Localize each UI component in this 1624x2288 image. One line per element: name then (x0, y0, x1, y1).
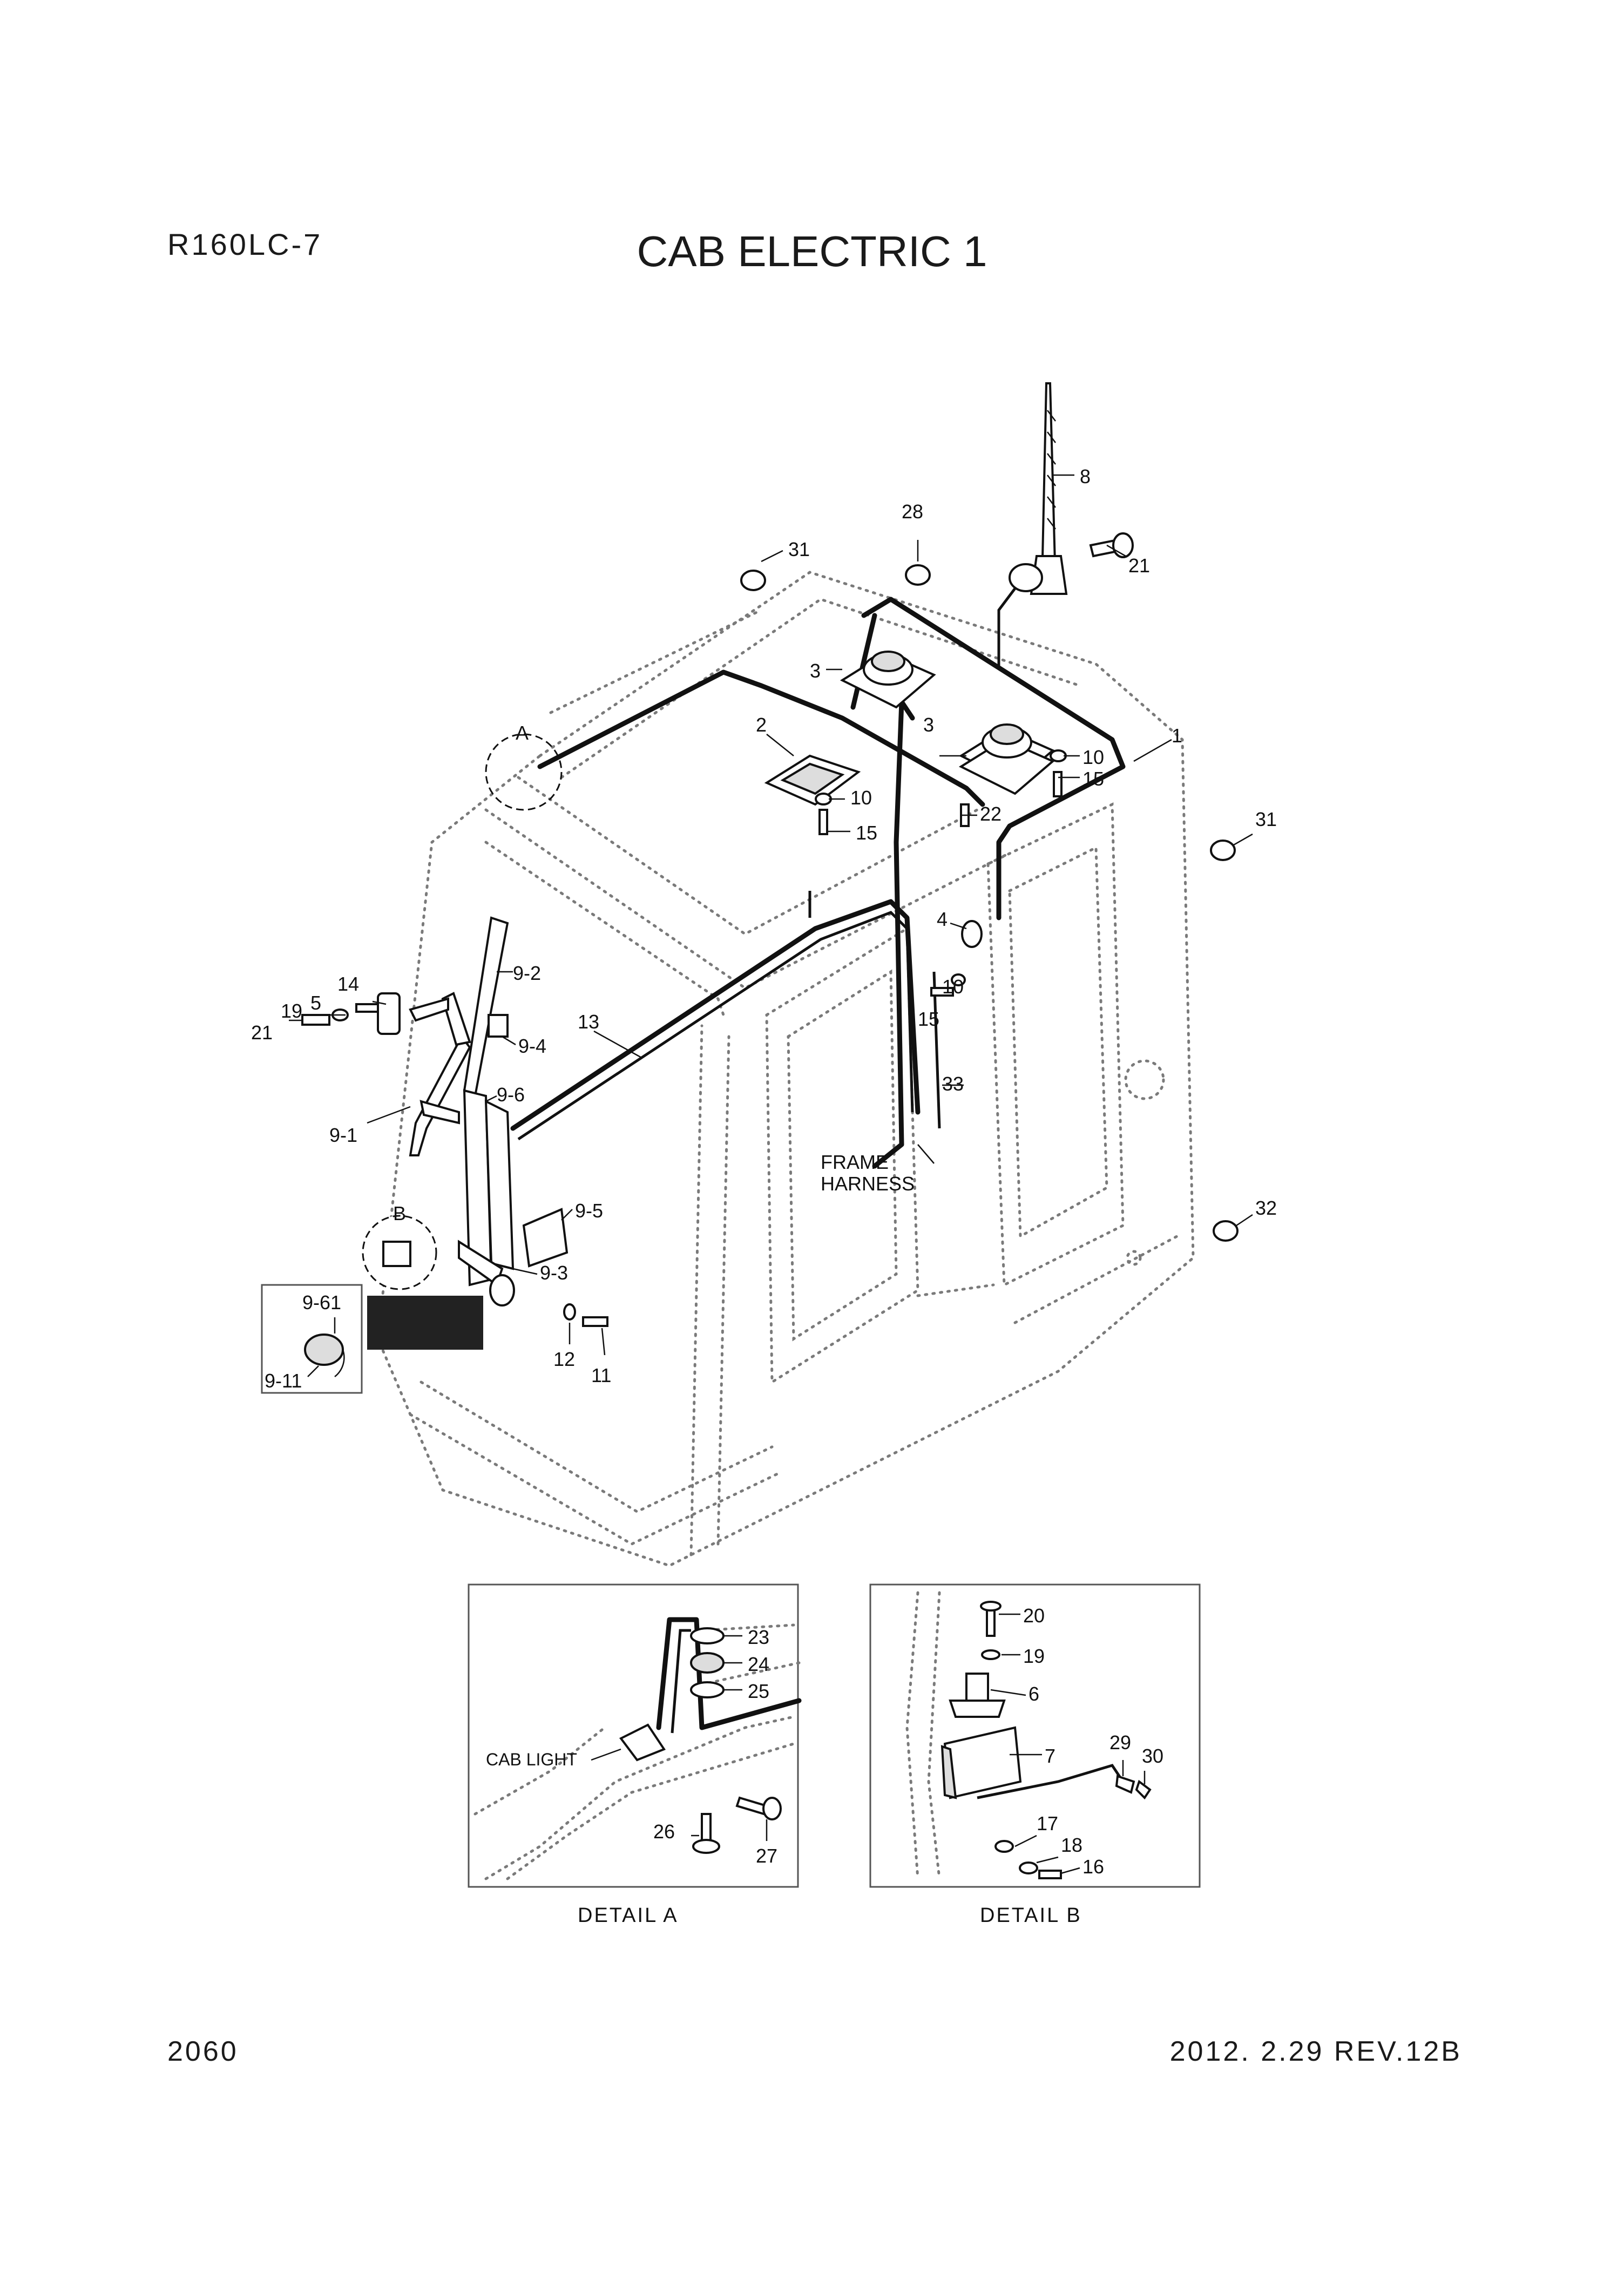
label-21-left: 21 (251, 1021, 273, 1044)
label-16: 16 (1082, 1856, 1104, 1878)
label-5: 5 (310, 992, 321, 1014)
antenna (997, 382, 1134, 669)
label-9-2: 9-2 (513, 962, 541, 984)
label-27: 27 (756, 1845, 777, 1867)
label-31-right: 31 (1255, 808, 1277, 830)
inset-motor-detail (261, 1284, 483, 1394)
label-17: 17 (1037, 1812, 1058, 1835)
revision-date: 2012. 2.29 REV.12B (1169, 2036, 1462, 2067)
leader-lines (289, 474, 1253, 1377)
label-12: 12 (553, 1348, 575, 1370)
cab-outline (376, 571, 1195, 1567)
label-20: 20 (1023, 1605, 1045, 1627)
page-number: 2060 (167, 2036, 239, 2067)
detail-b-panel: 20 19 6 7 29 30 17 18 16 DETAIL B (869, 1583, 1201, 1927)
label-14: 14 (337, 973, 359, 995)
label-31-top: 31 (788, 538, 810, 560)
label-13: 13 (578, 1011, 599, 1033)
label-9-1: 9-1 (329, 1124, 357, 1146)
label-9-6: 9-6 (497, 1084, 525, 1106)
label-9-4: 9-4 (518, 1035, 546, 1057)
cab-light-label: CAB LIGHT (486, 1750, 577, 1769)
detail-b-caption: DETAIL B (980, 1904, 1082, 1927)
frame-harness-line2: HARNESS (821, 1173, 915, 1195)
label-10-mid: 10 (942, 976, 964, 998)
label-19-main: 19 (281, 1000, 302, 1022)
label-24: 24 (748, 1653, 769, 1675)
label-23: 23 (748, 1626, 769, 1648)
wiper-assembly (301, 916, 608, 1327)
label-10-left: 10 (850, 787, 872, 809)
label-9-61: 9-61 (302, 1291, 341, 1314)
label-4: 4 (937, 908, 948, 930)
callout-a-label: A (516, 722, 529, 744)
label-18: 18 (1061, 1834, 1082, 1856)
frame-harness-line1: FRAME (821, 1151, 889, 1173)
speaker-right (958, 723, 1055, 795)
speaker-left (840, 651, 936, 709)
label-10-right: 10 (1082, 746, 1104, 768)
label-9-5: 9-5 (575, 1200, 603, 1222)
label-22: 22 (980, 803, 1002, 825)
page-title: CAB ELECTRIC 1 (637, 227, 987, 275)
label-33: 33 (942, 1073, 964, 1095)
label-15-left: 15 (856, 822, 877, 844)
label-26: 26 (653, 1820, 675, 1843)
part-labels: 8 21 28 31 3 3 2 10 15 22 10 15 1 31 4 1… (251, 465, 1277, 1392)
label-21-top: 21 (1128, 554, 1150, 577)
grommets-and-bolts (740, 564, 1239, 1242)
model-code: R160LC-7 (167, 227, 323, 261)
label-9-3: 9-3 (540, 1262, 568, 1284)
label-3-left: 3 (810, 660, 821, 682)
label-15-right: 15 (1082, 768, 1104, 790)
label-7: 7 (1045, 1745, 1055, 1767)
label-9-11: 9-11 (265, 1370, 302, 1392)
label-15-mid: 15 (918, 1008, 939, 1030)
label-32: 32 (1255, 1197, 1277, 1219)
detail-a-caption: DETAIL A (578, 1904, 679, 1927)
wire-harness (510, 597, 1126, 1169)
detail-a-panel: 23 24 25 CAB LIGHT 26 27 DETAIL A (468, 1583, 802, 1927)
label-2: 2 (756, 714, 767, 736)
callout-b: B (362, 1202, 437, 1290)
label-11: 11 (591, 1364, 611, 1386)
label-6: 6 (1028, 1683, 1039, 1705)
label-28: 28 (902, 500, 923, 523)
roof-switch (764, 754, 861, 806)
label-30: 30 (1142, 1745, 1163, 1767)
label-3-right: 3 (923, 714, 934, 736)
label-25: 25 (748, 1680, 769, 1702)
label-8: 8 (1080, 465, 1091, 488)
label-19: 19 (1023, 1645, 1045, 1667)
callout-a: A (485, 722, 563, 811)
callout-b-label: B (393, 1202, 406, 1224)
label-1: 1 (1172, 725, 1182, 747)
label-29: 29 (1109, 1731, 1131, 1754)
